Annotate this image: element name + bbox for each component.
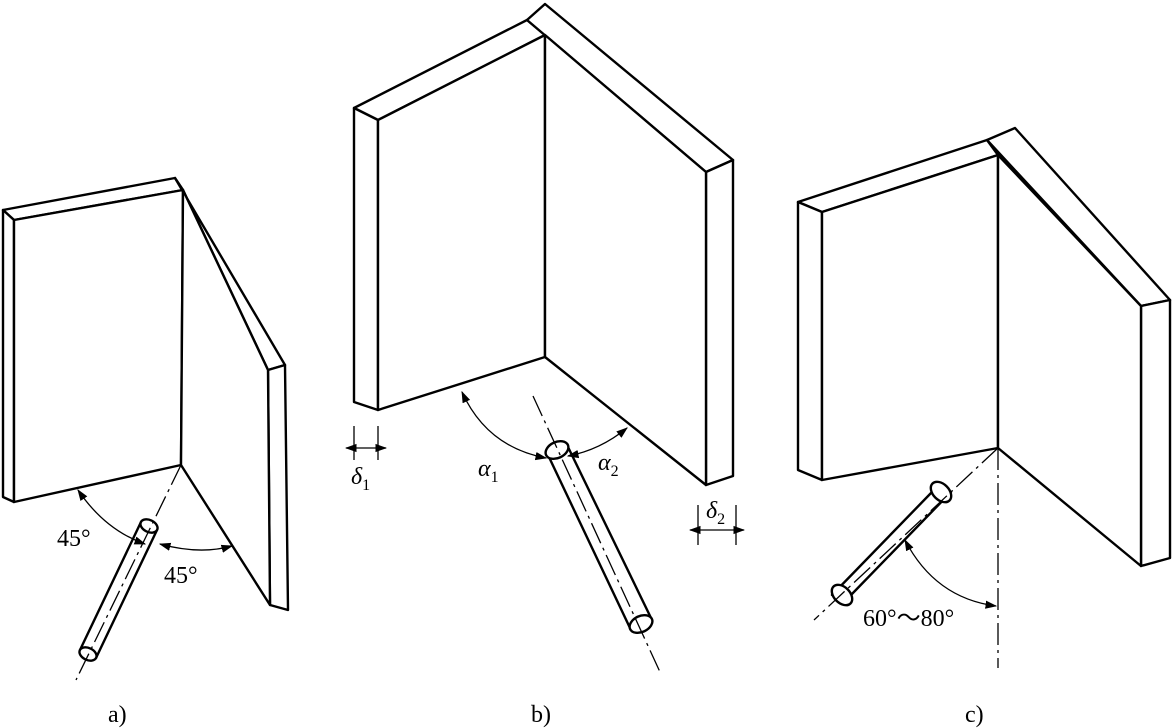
panel-c-electrode [813, 447, 999, 621]
caption-c: c) [965, 702, 984, 728]
angle-range-label: 60°～80° [863, 606, 954, 632]
panel-c-left-plate [796, 138, 1000, 482]
panel-c-angle-arc [904, 538, 998, 609]
panel-b-angle-arcs [461, 390, 628, 461]
angle-label-left: 45° [57, 526, 91, 552]
panel-c: 60°～80° c) [796, 126, 1172, 728]
panel-a: 45° 45° a) [1, 176, 290, 728]
angle-label-right: 45° [164, 563, 198, 589]
panel-b-electrode [532, 395, 661, 673]
delta1-label: δ1 [351, 464, 370, 494]
delta2-dimension [688, 505, 746, 545]
caption-a: a) [108, 702, 127, 728]
panel-a-left-plate [1, 176, 185, 504]
delta2-label: δ2 [706, 498, 725, 528]
delta1-dimension [344, 426, 388, 460]
alpha2-label: α2 [598, 450, 619, 480]
caption-b: b) [531, 702, 551, 728]
panel-b-left-plate [352, 18, 547, 412]
alpha1-label: α1 [478, 456, 499, 486]
panel-a-right-plate [173, 176, 290, 612]
panel-b-right-plate [525, 2, 735, 487]
panel-c-right-plate [985, 126, 1172, 568]
panel-b: α1 α2 δ1 δ2 b) [344, 2, 746, 728]
panel-a-angle-arcs [77, 489, 234, 553]
